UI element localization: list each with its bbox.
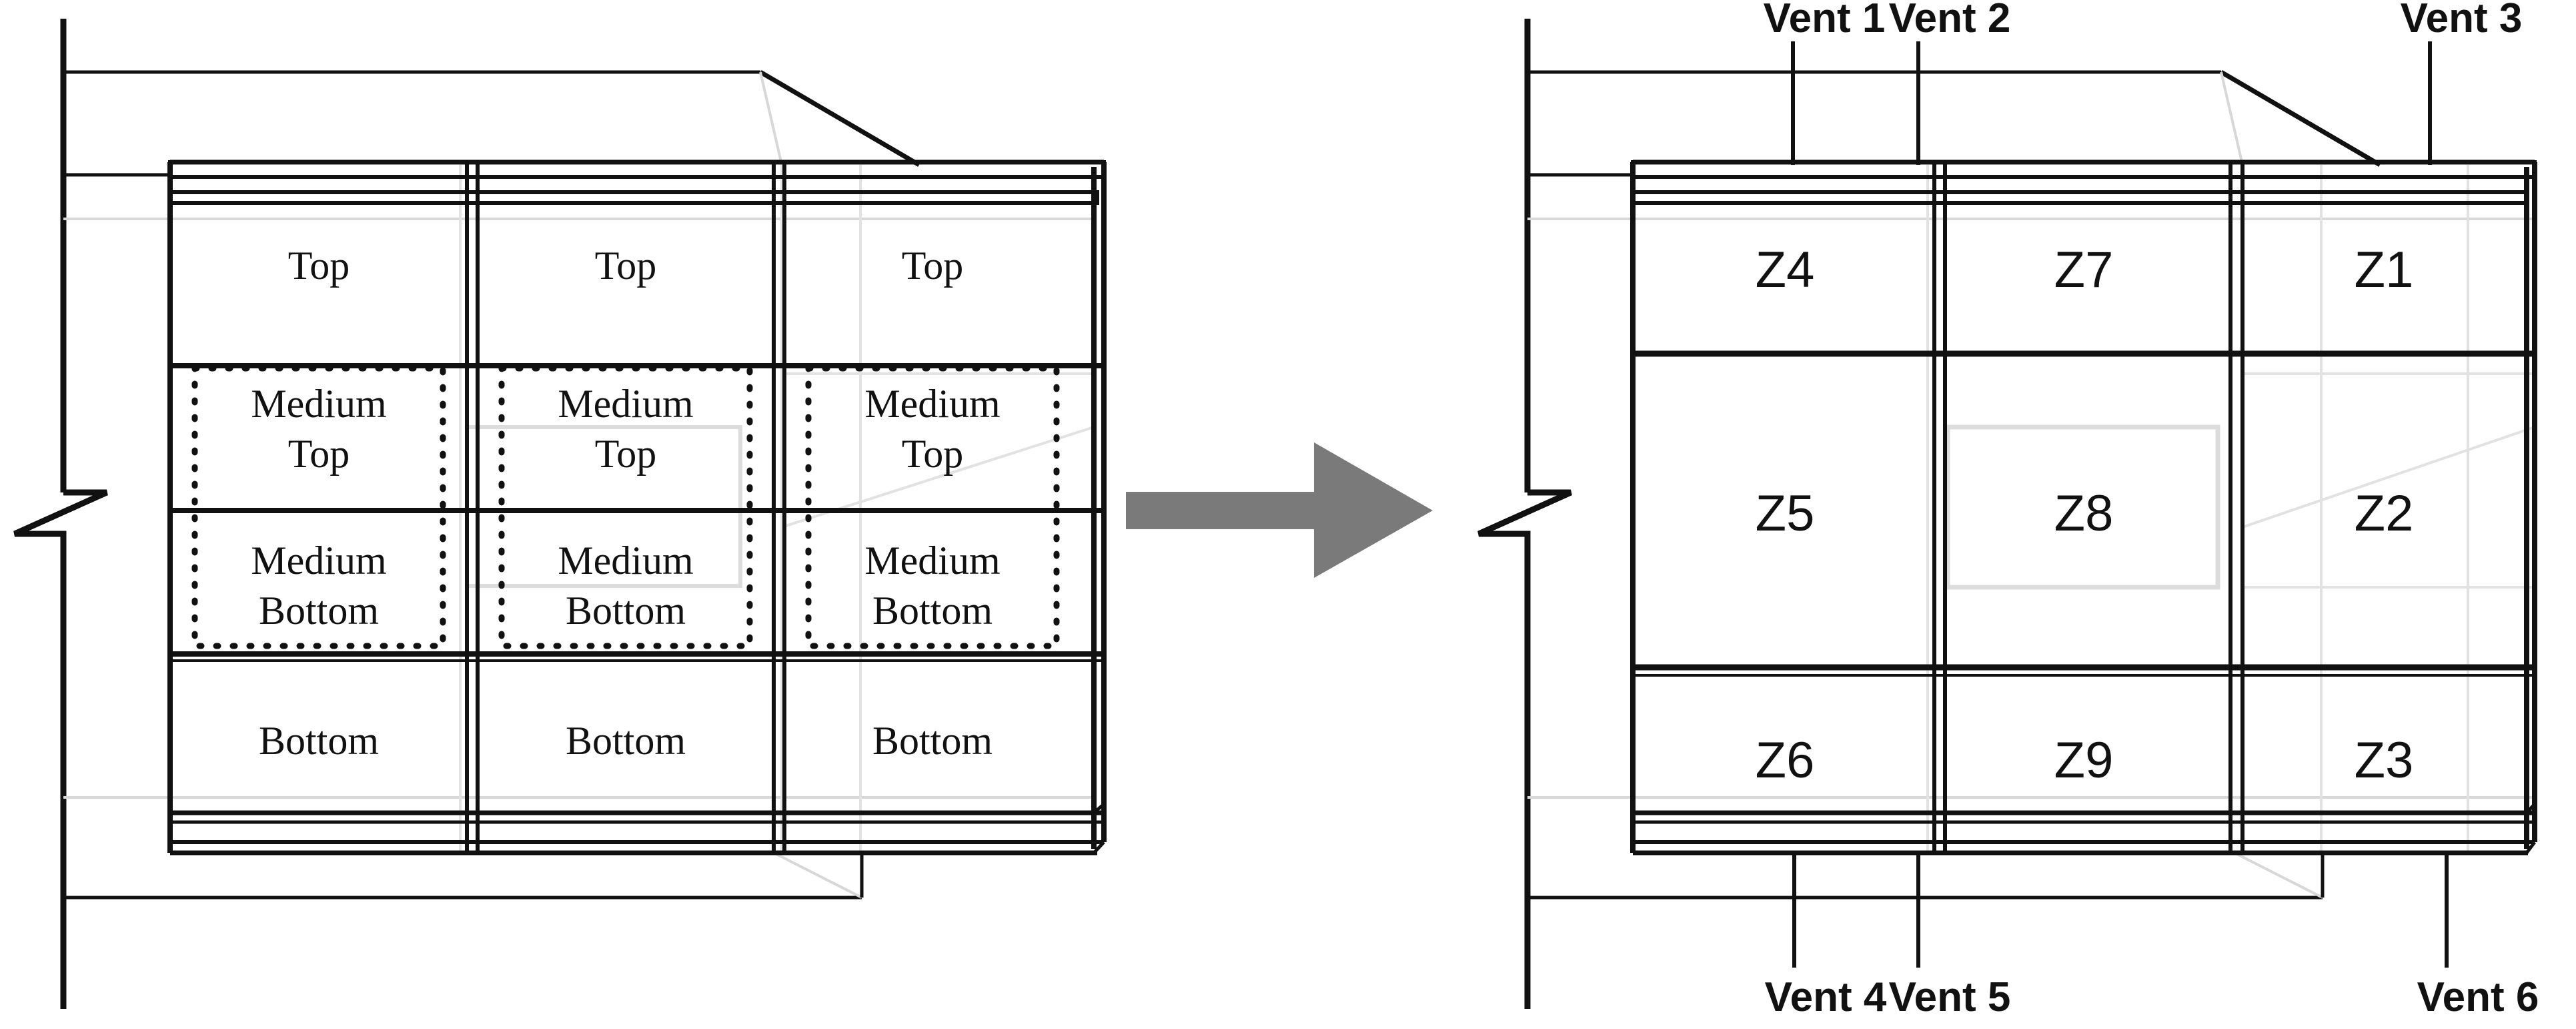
transformation-arrow	[1126, 442, 1433, 578]
zone-label: Z1	[2355, 242, 2414, 298]
left-column-mullions	[465, 162, 786, 853]
left-cell-label: Bottom	[872, 719, 993, 763]
left-cell-label: Top	[595, 244, 656, 288]
zone-label: Z9	[2054, 732, 2114, 789]
right-frame-outline	[1630, 162, 2537, 853]
zone-label: Z2	[2355, 485, 2414, 542]
left-sill-band	[170, 803, 1105, 855]
left-cell-label-line1: Medium	[864, 382, 1000, 426]
left-dotted-medium-boxes	[191, 365, 1060, 649]
break-line-right-icon	[1477, 19, 1572, 1009]
vent-label: Vent 4	[1765, 974, 1887, 1020]
zone-label: Z8	[2054, 485, 2114, 542]
vent-label: Vent 6	[2417, 974, 2539, 1020]
vent-labels-bottom: Vent 4 Vent 5 Vent 6	[1765, 974, 2539, 1020]
right-column-mullions	[1932, 162, 2244, 853]
left-cell-label: Bottom	[566, 719, 686, 763]
roof-diagonal-right	[2220, 69, 2381, 167]
left-cell-label-line1: Medium	[251, 382, 386, 426]
left-cell-label: Top	[288, 244, 350, 288]
left-head-band	[168, 159, 1106, 205]
right-sill-band	[1633, 803, 2536, 855]
base-diagonal-right	[2234, 851, 2325, 899]
faint-reference-lines-left	[63, 218, 1094, 799]
roof-diagonal-left	[759, 69, 920, 167]
zone-label: Z7	[2054, 242, 2114, 298]
zone-label: Z5	[1756, 485, 1815, 542]
vent-labels-top: Vent 1 Vent 2 Vent 3	[1764, 0, 2523, 41]
vent-label: Vent 5	[1889, 974, 2011, 1020]
faint-door-right	[1945, 424, 2220, 590]
base-diagonal-left	[773, 851, 864, 899]
break-line-left-icon	[13, 19, 108, 1009]
left-cell-label-line2: Bottom	[259, 589, 379, 633]
right-panel-zone-labels: Z4 Z7 Z1 Z5 Z8 Z2 Z6 Z9 Z3	[1756, 242, 2414, 789]
zone-label: Z6	[1756, 732, 1815, 789]
right-head-band	[1631, 159, 2537, 205]
right-panel-group	[1477, 19, 2537, 1009]
left-cell-label-line2: Bottom	[566, 589, 686, 633]
left-panel-labels: Top Top Top Medium Top Medium Top Medium…	[251, 244, 1000, 763]
left-cell-label: Top	[902, 244, 963, 288]
faint-reference-lines-right	[1527, 218, 2535, 799]
vent-label: Vent 1	[1764, 0, 1886, 41]
left-cell-label: Bottom	[259, 719, 379, 763]
left-cell-label-line2: Bottom	[872, 589, 993, 633]
left-cell-label-line1: Medium	[558, 539, 693, 583]
left-cell-label-line2: Top	[288, 432, 350, 476]
left-cell-label-line1: Medium	[558, 382, 693, 426]
vent-label: Vent 2	[1889, 0, 2011, 41]
reference-lines-left	[63, 70, 862, 900]
left-cell-label-line2: Top	[595, 432, 656, 476]
zone-label: Z3	[2355, 732, 2414, 789]
zone-label: Z4	[1756, 242, 1815, 298]
left-cell-label-line1: Medium	[251, 539, 386, 583]
left-panel-group	[13, 19, 1107, 1009]
reference-lines-right	[1527, 70, 2323, 900]
vent-label: Vent 3	[2401, 0, 2523, 41]
left-cell-label-line1: Medium	[864, 539, 1000, 583]
right-row-dividers	[1633, 350, 2535, 671]
left-cell-label-line2: Top	[902, 432, 963, 476]
vent-leaders-bottom	[1792, 853, 2449, 968]
vent-leaders-top	[1791, 41, 2432, 165]
